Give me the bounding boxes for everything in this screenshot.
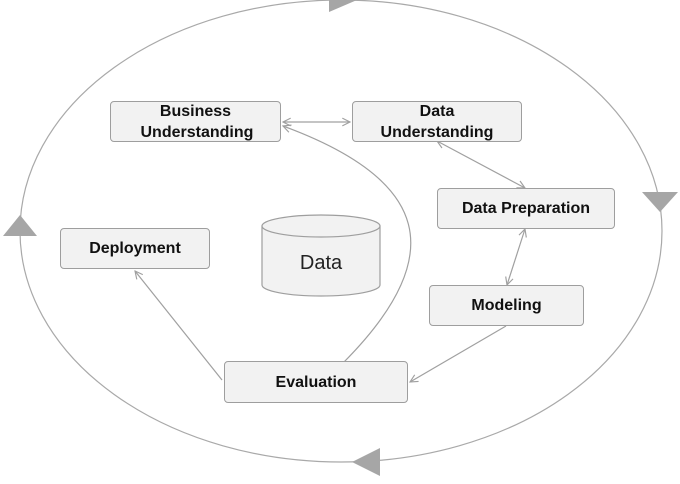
node-modeling: Modeling <box>429 285 584 326</box>
arrow-evaluation-business <box>283 126 412 363</box>
node-deployment: Deployment <box>60 228 210 269</box>
arrow-preparation-modeling <box>507 229 525 285</box>
node-data-preparation: Data Preparation <box>437 188 615 229</box>
arrow-modeling-evaluation <box>410 325 507 382</box>
evaluation-label: Evaluation <box>275 373 357 391</box>
cycle-arrowhead-top <box>329 0 357 12</box>
cycle-arrowhead-right <box>642 192 678 212</box>
deployment-label: Deployment <box>89 240 181 257</box>
arrow-evaluation-deployment <box>135 271 223 381</box>
data-cylinder <box>261 214 381 297</box>
node-business-understanding: Business Understanding <box>110 101 281 142</box>
modeling-label: Modeling <box>471 297 542 314</box>
cycle-arrowhead-bottom <box>352 448 380 476</box>
cycle-arrowhead-left <box>3 215 37 236</box>
node-data-understanding: Data Understanding <box>352 101 522 142</box>
data-store-label: Data <box>299 251 343 274</box>
business-understanding-label: Business Understanding <box>140 102 254 141</box>
arrow-data-understanding-preparation <box>437 141 525 188</box>
data-preparation-label: Data Preparation <box>461 200 591 217</box>
data-understanding-label: Data Understanding <box>380 102 494 141</box>
node-evaluation: Evaluation <box>224 361 408 403</box>
